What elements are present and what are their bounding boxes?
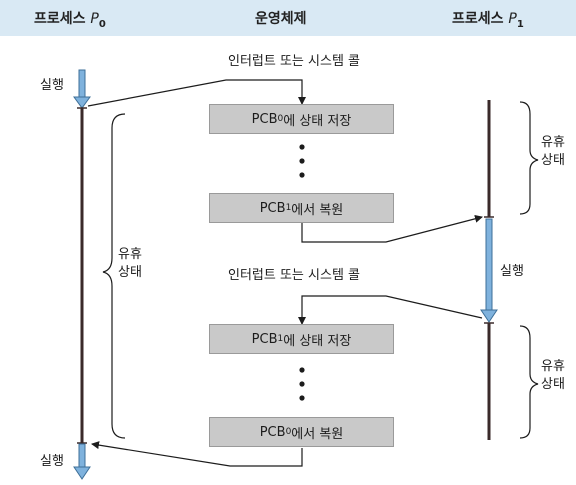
p1-idle1-line2: 상태 <box>541 153 565 168</box>
box-subscript: 0 <box>285 427 292 437</box>
p1-idle-brace-1 <box>519 101 539 215</box>
ellipsis-dots-2 <box>299 367 305 401</box>
box-suffix: 에서 복원 <box>291 202 344 218</box>
arrow-os-to-p0 <box>91 441 303 467</box>
p1-run-label: 실행 <box>500 264 524 279</box>
box-prefix: PCB <box>259 200 286 216</box>
title-process-p1: 프로세스 P1 <box>452 8 524 30</box>
p1-idle-label-2: 유휴 상태 <box>541 358 565 394</box>
p0-run-label-bottom: 실행 <box>40 454 64 469</box>
title-os-text: 운영체제 <box>255 11 307 27</box>
interrupt-label-1: 인터럽트 또는 시스템 콜 <box>228 54 360 69</box>
title-process-p0: 프로세스 P0 <box>34 8 106 30</box>
ellipsis-dots-1 <box>299 144 305 178</box>
arrow-os-to-p1 <box>301 214 483 243</box>
p1-running-arrow <box>480 218 498 323</box>
p0-idle-label-line1: 유휴 <box>118 247 142 262</box>
arrow-p0-to-os <box>87 79 306 107</box>
p0-idle-brace <box>102 113 126 439</box>
box-prefix: PCB <box>259 424 286 440</box>
title-p0-subscript: 0 <box>98 18 106 30</box>
p1-idle1-line1: 유휴 <box>541 135 565 150</box>
box-subscript: 0 <box>277 114 284 124</box>
title-p1-symbol: P <box>508 11 517 27</box>
p1-idle2-line1: 유휴 <box>541 359 565 374</box>
title-p0-symbol: P <box>90 11 99 27</box>
p0-running-arrow-top <box>73 69 91 109</box>
title-p0-text: 프로세스 <box>34 11 86 27</box>
box-suffix: 에 상태 저장 <box>283 113 352 129</box>
interrupt-label-2: 인터럽트 또는 시스템 콜 <box>228 268 360 283</box>
p0-idle-label: 유휴 상태 <box>118 246 142 282</box>
header-bar <box>0 0 576 36</box>
p1-idle-brace-2 <box>519 325 539 439</box>
box-subscript: 1 <box>285 203 292 213</box>
box-subscript: 1 <box>277 334 284 344</box>
title-p1-subscript: 1 <box>516 18 524 30</box>
p1-idle2-line2: 상태 <box>541 377 565 392</box>
title-p1-text: 프로세스 <box>452 11 504 27</box>
title-os: 운영체제 <box>255 8 307 28</box>
box-prefix: PCB <box>251 331 278 347</box>
box-prefix: PCB <box>251 111 278 127</box>
box-suffix: 에서 복원 <box>291 426 344 442</box>
p0-idle-label-line2: 상태 <box>118 265 142 280</box>
p0-running-arrow-bottom <box>73 443 91 480</box>
arrow-p1-to-os <box>298 295 483 325</box>
p0-run-label-top: 실행 <box>40 78 64 93</box>
box-suffix: 에 상태 저장 <box>283 333 352 349</box>
p1-idle-label-1: 유휴 상태 <box>541 134 565 170</box>
